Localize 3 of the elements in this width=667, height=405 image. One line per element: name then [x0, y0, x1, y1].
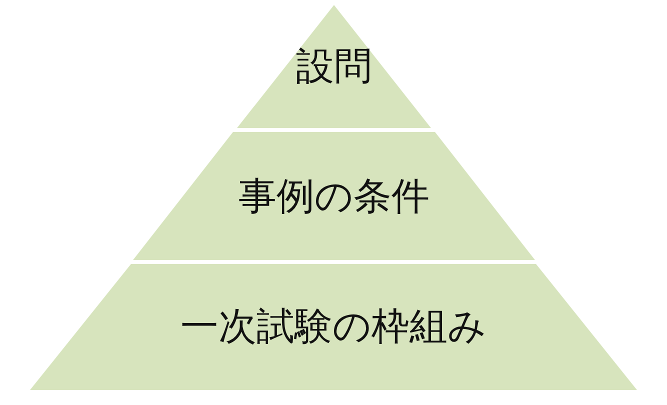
tier-label: 事例の条件	[238, 177, 430, 215]
tier-label: 一次試験の枠組み	[180, 307, 486, 345]
tier-label: 設問	[296, 47, 372, 85]
